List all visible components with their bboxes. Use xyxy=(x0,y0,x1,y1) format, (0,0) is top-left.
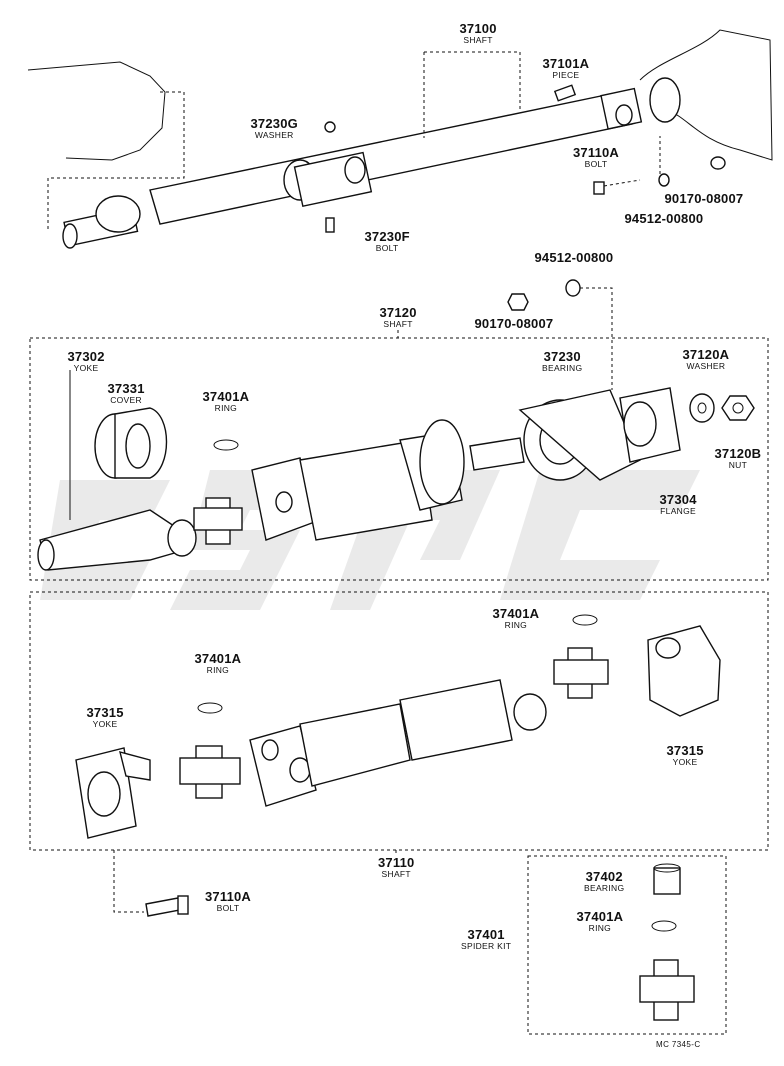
part-number: 37230F xyxy=(364,229,410,244)
part-number: 37100 xyxy=(459,21,497,36)
part-name: FLANGE xyxy=(660,506,696,516)
label-code-90170-mid: 90170-08007 xyxy=(475,317,554,330)
part-name: RING xyxy=(214,403,238,413)
part-number: 37401 xyxy=(467,927,505,942)
part-number: 37315 xyxy=(666,743,704,758)
part-name: YOKE xyxy=(92,719,118,729)
part-name: BOLT xyxy=(375,243,399,253)
part-number: 90170-08007 xyxy=(474,316,554,331)
part-number: 90170-08007 xyxy=(664,191,744,206)
part-number: 37401A xyxy=(202,389,250,404)
part-number: 37304 xyxy=(659,492,697,507)
lower-shaft-assembly xyxy=(75,614,721,856)
bottom-bolt xyxy=(113,850,189,917)
part-number: 37331 xyxy=(107,381,145,396)
part-name: COVER xyxy=(110,395,142,405)
part-name: BEARING xyxy=(542,363,583,373)
label-code-94512-mid: 94512-00800 xyxy=(535,251,614,264)
part-name: WASHER xyxy=(686,361,726,371)
part-name: SHAFT xyxy=(381,869,411,879)
part-number: 94512-00800 xyxy=(624,211,704,226)
part-number: 37120B xyxy=(714,446,762,461)
spider-kit-frame xyxy=(527,855,727,1035)
label-code-90170-top: 90170-08007 xyxy=(665,192,744,205)
part-name: SHAFT xyxy=(463,35,493,45)
part-name: BOLT xyxy=(584,159,608,169)
part-number: 37110 xyxy=(378,855,415,870)
spider-kit-parts xyxy=(639,863,695,1021)
part-number: 37401A xyxy=(194,651,242,666)
part-name: SHAFT xyxy=(383,319,413,329)
part-name: RING xyxy=(206,665,230,675)
part-number: 37302 xyxy=(67,349,105,364)
drawing-code: MC 7345-C xyxy=(656,1040,701,1049)
part-number: 37120 xyxy=(379,305,417,320)
top-shaft-assembly xyxy=(27,29,773,249)
part-name: SPIDER KIT xyxy=(461,941,512,951)
part-number: 37110A xyxy=(205,889,252,904)
part-name: RING xyxy=(504,620,528,630)
part-number: 37315 xyxy=(86,705,124,720)
part-number: 37120A xyxy=(682,347,730,362)
middle-group-frame xyxy=(29,337,769,581)
part-number: 37101A xyxy=(542,56,590,71)
part-name: NUT xyxy=(728,460,748,470)
part-name: YOKE xyxy=(73,363,99,373)
middle-shaft-assembly xyxy=(37,279,755,571)
part-number: 37230 xyxy=(543,349,581,364)
part-name: RING xyxy=(588,923,612,933)
lower-group-frame xyxy=(29,591,769,851)
part-number: 37230G xyxy=(250,116,298,131)
part-name: BOLT xyxy=(216,903,240,913)
part-number: 37401A xyxy=(576,909,624,924)
part-number: 37402 xyxy=(585,869,623,884)
part-name: YOKE xyxy=(672,757,698,767)
part-name: WASHER xyxy=(254,130,294,140)
part-number: 94512-00800 xyxy=(534,250,614,265)
part-name: PIECE xyxy=(552,70,580,80)
part-number: 37110A xyxy=(573,145,620,160)
label-code-94512-top: 94512-00800 xyxy=(625,212,704,225)
part-number: 37401A xyxy=(492,606,540,621)
part-name: BEARING xyxy=(584,883,625,893)
